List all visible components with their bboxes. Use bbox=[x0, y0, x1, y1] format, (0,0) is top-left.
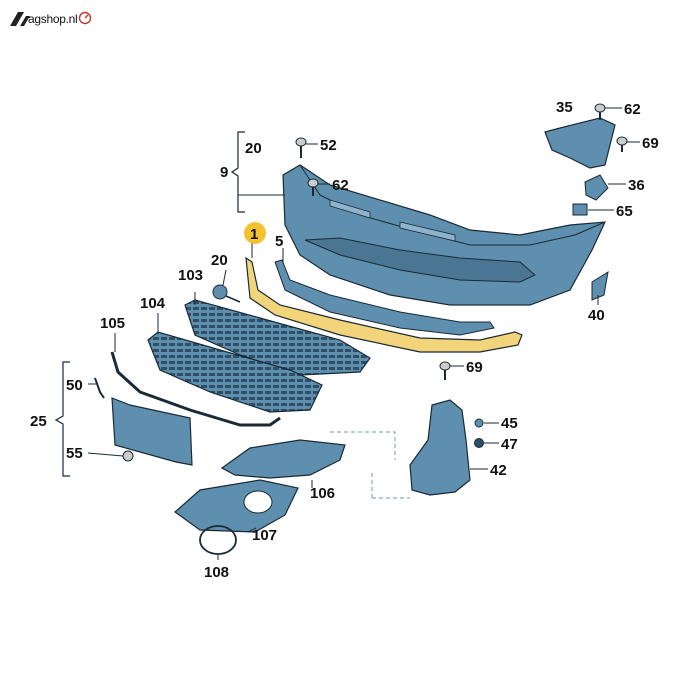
lower-trim-strip bbox=[274, 259, 495, 336]
upper-grille bbox=[184, 299, 371, 376]
label-62-center: 62 bbox=[332, 177, 349, 194]
screw-62-top bbox=[594, 103, 606, 120]
trim-wire bbox=[110, 351, 281, 427]
screw-69-top bbox=[616, 136, 628, 152]
brand-logo bbox=[8, 8, 108, 34]
spoiler-strip-highlighted bbox=[245, 256, 523, 353]
grille-clip bbox=[212, 284, 228, 300]
lower-trim-piece bbox=[220, 439, 346, 479]
label-50: 50 bbox=[66, 377, 83, 394]
side-bracket bbox=[409, 399, 471, 496]
fog-light-cover bbox=[174, 479, 299, 533]
bumper-upper-slot bbox=[329, 199, 456, 242]
bumper-lower-opening bbox=[304, 237, 536, 283]
bracket-cap bbox=[584, 174, 609, 201]
label-20-clip: 20 bbox=[211, 252, 228, 269]
fog-light-opening bbox=[243, 490, 273, 514]
screw-69-bottom bbox=[439, 361, 451, 380]
brace-25 bbox=[54, 361, 70, 477]
label-52: 52 bbox=[320, 137, 337, 154]
leader-lines bbox=[87, 107, 640, 560]
label-35: 35 bbox=[556, 99, 573, 116]
group-dashed-lines bbox=[330, 431, 410, 499]
gauge-icon bbox=[78, 11, 92, 25]
plate-screw bbox=[122, 450, 134, 462]
logo-icon bbox=[10, 12, 30, 26]
label-1: 1 bbox=[250, 226, 258, 243]
label-69-top: 69 bbox=[642, 135, 659, 152]
label-36: 36 bbox=[628, 177, 645, 194]
label-104: 104 bbox=[140, 295, 166, 312]
label-107: 107 bbox=[252, 527, 277, 544]
label-69-bottom: 69 bbox=[466, 359, 483, 376]
clip-block bbox=[572, 203, 588, 216]
label-20-top: 20 bbox=[245, 140, 262, 157]
side-clip bbox=[591, 270, 609, 301]
upper-bracket bbox=[544, 117, 616, 169]
label-42: 42 bbox=[490, 462, 507, 479]
label-5: 5 bbox=[275, 233, 283, 250]
plate-clip bbox=[94, 377, 105, 399]
label-25: 25 bbox=[30, 413, 47, 430]
label-47: 47 bbox=[501, 436, 518, 453]
label-55: 55 bbox=[66, 445, 83, 462]
label-62-top: 62 bbox=[624, 101, 641, 118]
license-plate-bracket bbox=[111, 397, 193, 466]
screw-52 bbox=[295, 137, 307, 158]
label-105: 105 bbox=[100, 315, 125, 332]
label-106: 106 bbox=[310, 485, 335, 502]
fog-light-ring bbox=[199, 525, 237, 555]
label-65: 65 bbox=[616, 203, 633, 220]
label-40: 40 bbox=[588, 307, 605, 324]
label-45: 45 bbox=[501, 415, 518, 432]
nut-47 bbox=[474, 438, 484, 448]
label-108: 108 bbox=[204, 564, 229, 581]
lower-grille bbox=[147, 331, 323, 413]
nut-45 bbox=[474, 418, 484, 428]
logo-text: agshop.nl bbox=[28, 12, 78, 26]
brace-9-20 bbox=[230, 131, 245, 213]
screw-62-center bbox=[307, 178, 319, 196]
label-103: 103 bbox=[178, 267, 203, 284]
highlight-badge bbox=[244, 222, 266, 244]
label-9: 9 bbox=[220, 164, 228, 181]
